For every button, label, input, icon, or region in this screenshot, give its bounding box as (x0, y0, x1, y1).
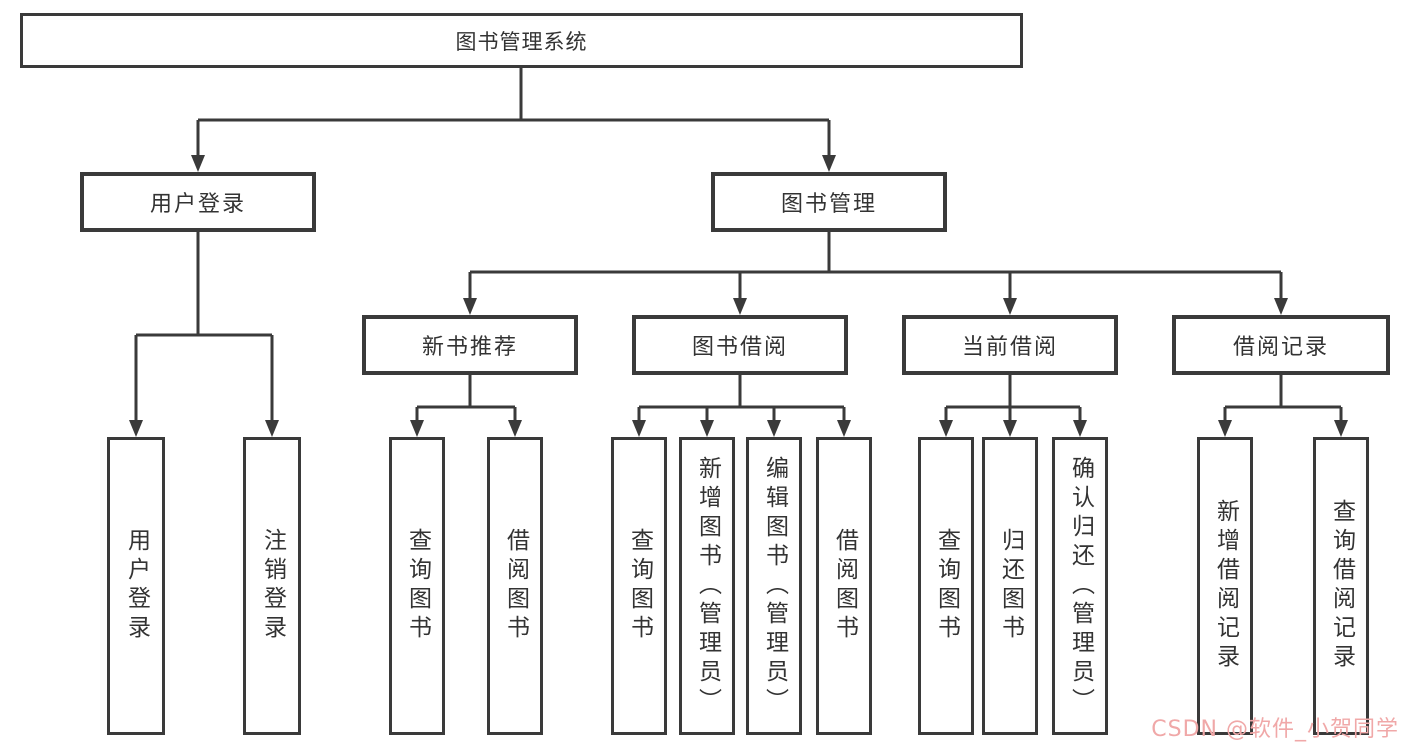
node-leaf-query-books-2: 查询图书 (611, 437, 667, 735)
leaf-label: 查询借阅记录 (1328, 499, 1355, 673)
arrowhead (463, 298, 477, 315)
node-leaf-confirm-return-admin: 确认归还（管理员） (1052, 437, 1108, 735)
leaf-label: 新增图书（管理员） (694, 455, 721, 717)
leaf-label: 注销登录 (259, 528, 286, 644)
leaf-label: 新增借阅记录 (1212, 499, 1239, 673)
arrowhead (733, 298, 747, 315)
arrowhead (191, 155, 205, 172)
leaf-label: 查询图书 (404, 528, 431, 644)
arrowhead (508, 420, 522, 437)
node-library-system: 图书管理系统 (20, 13, 1023, 68)
arrowhead (1003, 420, 1017, 437)
node-leaf-add-borrow-record: 新增借阅记录 (1197, 437, 1253, 735)
arrowhead (767, 420, 781, 437)
node-leaf-borrow-books-1: 借阅图书 (487, 437, 543, 735)
leaf-label: 借阅图书 (502, 528, 529, 644)
node-leaf-add-books-admin: 新增图书（管理员） (679, 437, 735, 735)
arrowhead (1274, 298, 1288, 315)
connector-book-borrow (637, 375, 846, 421)
node-leaf-borrow-books-2: 借阅图书 (816, 437, 872, 735)
node-book-management: 图书管理 (711, 172, 947, 232)
csdn-watermark: CSDN @软件_小贺同学 (1151, 717, 1399, 742)
arrowhead (265, 420, 279, 437)
node-leaf-query-books-1: 查询图书 (389, 437, 445, 735)
leaf-label: 用户登录 (123, 528, 150, 644)
arrowhead (632, 420, 646, 437)
connector-new-book (415, 375, 517, 421)
leaf-label: 归还图书 (997, 528, 1024, 644)
node-leaf-edit-books-admin: 编辑图书（管理员） (746, 437, 802, 735)
connector-borrow-records (1223, 375, 1343, 421)
connector-user-login (134, 232, 274, 421)
leaf-label: 查询图书 (933, 528, 960, 644)
arrowhead (700, 420, 714, 437)
node-current-borrowing: 当前借阅 (902, 315, 1118, 375)
connector-current-borrow (944, 375, 1082, 421)
node-leaf-logout: 注销登录 (243, 437, 301, 735)
node-leaf-user-login: 用户登录 (107, 437, 165, 735)
connector-book-management (468, 232, 1283, 299)
leaf-label: 编辑图书（管理员） (761, 455, 788, 717)
leaf-label: 借阅图书 (831, 528, 858, 644)
node-leaf-return-books: 归还图书 (982, 437, 1038, 735)
arrowhead (837, 420, 851, 437)
arrowhead (129, 420, 143, 437)
node-borrowing-records: 借阅记录 (1172, 315, 1390, 375)
node-leaf-query-borrow-record: 查询借阅记录 (1313, 437, 1369, 735)
leaf-label: 查询图书 (626, 528, 653, 644)
node-book-borrowing: 图书借阅 (632, 315, 848, 375)
arrowheads (129, 155, 1348, 437)
arrowhead (822, 155, 836, 172)
node-user-login: 用户登录 (80, 172, 316, 232)
leaf-label: 确认归还（管理员） (1067, 455, 1094, 717)
arrowhead (1334, 420, 1348, 437)
arrowhead (1003, 298, 1017, 315)
arrowhead (1218, 420, 1232, 437)
node-new-book-recommend: 新书推荐 (362, 315, 578, 375)
node-leaf-query-books-3: 查询图书 (918, 437, 974, 735)
arrowhead (939, 420, 953, 437)
connector-root (196, 68, 831, 156)
arrowhead (1073, 420, 1087, 437)
arrowhead (410, 420, 424, 437)
